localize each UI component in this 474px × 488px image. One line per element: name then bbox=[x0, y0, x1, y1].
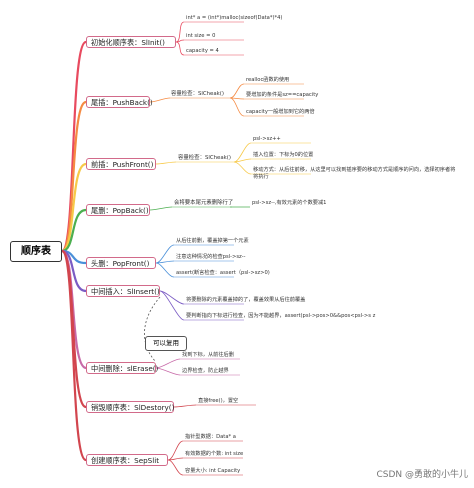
leaf-ins-0: 将要删除的元素覆盖掉的了，覆盖效果从后往前覆盖 bbox=[186, 297, 306, 303]
leaf-pb-0: realloc函数的使用 bbox=[246, 77, 290, 83]
leaf-pb-2: capacity一般增加到它的两倍 bbox=[246, 109, 315, 115]
branch-connector bbox=[60, 249, 88, 462]
leaf-connector bbox=[159, 290, 185, 305]
leaf-pb-1: 要增加的条件是sz==capacity bbox=[246, 92, 319, 98]
leaf-connector bbox=[159, 290, 185, 321]
leaf-cr-0: 指针型数据：Data* a bbox=[185, 434, 236, 440]
reuse-link bbox=[144, 296, 161, 363]
leaf-connector bbox=[155, 161, 177, 165]
leaf-popb-0: psl->sz--,有效元素的个数要减1 bbox=[252, 200, 327, 206]
leaf-connector bbox=[149, 206, 173, 211]
mid-check-1: 容量检查：SlCheak() bbox=[171, 91, 225, 97]
leaf-connector bbox=[155, 262, 175, 278]
branch-init[interactable]: 初始化顺序表：SlInit() bbox=[86, 36, 176, 48]
leaf-pf-2: 移动方式：从后往前移，从这里可以找到插序要的移动方式是顺序的问向，选择初序者将将… bbox=[253, 167, 456, 180]
branch-destroy[interactable]: 销毁顺序表：SlDestory() bbox=[86, 401, 174, 413]
watermark: CSDN @勇敢的小牛儿 bbox=[376, 470, 468, 480]
leaf-popf-0: 从后往前删，覆盖掉第一个元素 bbox=[176, 238, 249, 244]
mid-popback: 会将要本尾元素删除行了 bbox=[174, 200, 234, 206]
leaf-init-2: capacity = 4 bbox=[186, 48, 219, 54]
leaf-init-1: int size = 0 bbox=[186, 33, 216, 39]
leaf-connector bbox=[175, 21, 185, 43]
branch-connector bbox=[60, 40, 88, 253]
branch-erase[interactable]: 中间删除：slErase() bbox=[86, 362, 158, 374]
leaf-connector bbox=[167, 440, 184, 461]
branch-insert[interactable]: 中间插入：SlInsert() bbox=[86, 285, 160, 297]
leaf-connector bbox=[167, 459, 184, 476]
leaf-connector bbox=[175, 39, 185, 43]
leaf-connector bbox=[229, 83, 245, 99]
branch-connector bbox=[60, 100, 87, 253]
leaf-connector bbox=[155, 367, 181, 376]
branch-connector bbox=[61, 208, 87, 253]
leaf-connector bbox=[155, 244, 175, 264]
leaf-popf-2: assert(断言检查：assert（psl->sz>0) bbox=[176, 270, 270, 276]
branch-pop-back[interactable]: 尾删：PopBack() bbox=[86, 204, 150, 216]
leaf-connector bbox=[233, 142, 252, 163]
leaf-er-1: 边界检查，防止越界 bbox=[182, 368, 229, 374]
leaf-cr-1: 有效数据的个数: int size bbox=[185, 451, 244, 457]
leaf-pf-1: 插入位置：下标为0的位置 bbox=[253, 152, 314, 158]
leaf-connector bbox=[149, 97, 171, 103]
leaf-connector bbox=[233, 161, 252, 175]
leaf-init-0: int* a = (int*)malloc(sizeof(Data*)*4) bbox=[186, 15, 283, 21]
leaf-er-0: 找到下标，从前往后删 bbox=[182, 352, 234, 358]
leaf-connector bbox=[175, 41, 185, 56]
mid-check-2: 容量检查：SlCheak() bbox=[178, 155, 232, 161]
leaf-ins-1: 要判断指向下标进行检查，因为不能越界，assert(psl->pos>0&&po… bbox=[186, 313, 376, 319]
leaf-pf-0: psl->sz++ bbox=[253, 136, 281, 142]
branch-push-back[interactable]: 尾插：PushBack() bbox=[86, 96, 153, 108]
branch-pop-front[interactable]: 头删：PopFront() bbox=[86, 257, 156, 269]
leaf-connector bbox=[173, 404, 197, 408]
branch-create[interactable]: 创建顺序表：SepSlit bbox=[86, 454, 168, 466]
leaf-popf-1: 注意这种情况的检查psl->sz-- bbox=[176, 254, 246, 260]
leaf-cr-2: 容量大小: int Capacity bbox=[185, 468, 241, 474]
leaf-ds-0: 直接free()，置空 bbox=[198, 398, 239, 404]
leaf-connector bbox=[155, 358, 181, 369]
reuse-callout: 可以复用 bbox=[145, 336, 187, 351]
root-node[interactable]: 顺序表 bbox=[10, 241, 62, 262]
branch-push-front[interactable]: 前插：PushFront() bbox=[86, 158, 156, 170]
branch-connector bbox=[61, 162, 87, 253]
leaf-connector bbox=[229, 97, 245, 117]
